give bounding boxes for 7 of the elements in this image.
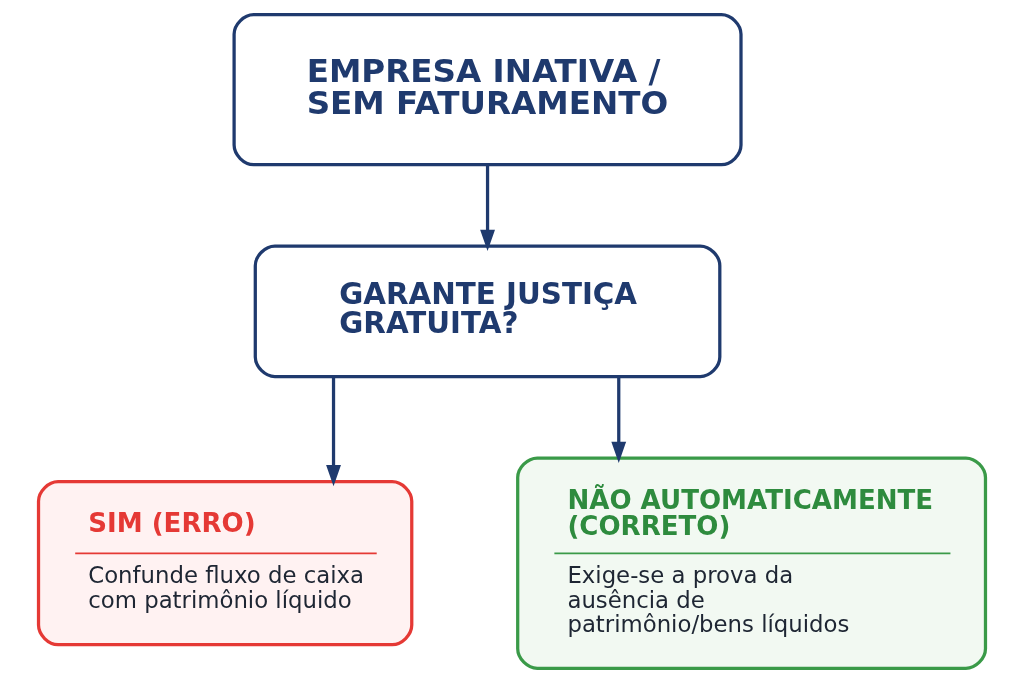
node-box: EMPRESA INATIVA / SEM FATURAMENTO — [232, 13, 743, 167]
arrow — [480, 164, 495, 251]
node-box: SIM (ERRO) Confunde fluxo de caixa com patrimônio líquido — [36, 480, 414, 647]
arrow — [611, 376, 627, 463]
node-box: GARANTE JUSTIÇA GRATUITA? — [253, 244, 722, 379]
arrow — [326, 376, 341, 487]
node-box: NÃO AUTOMATICAMENTE (CORRETO) Exige-se a prova da ausência de patrimônio/bens líquidos — [516, 456, 988, 670]
